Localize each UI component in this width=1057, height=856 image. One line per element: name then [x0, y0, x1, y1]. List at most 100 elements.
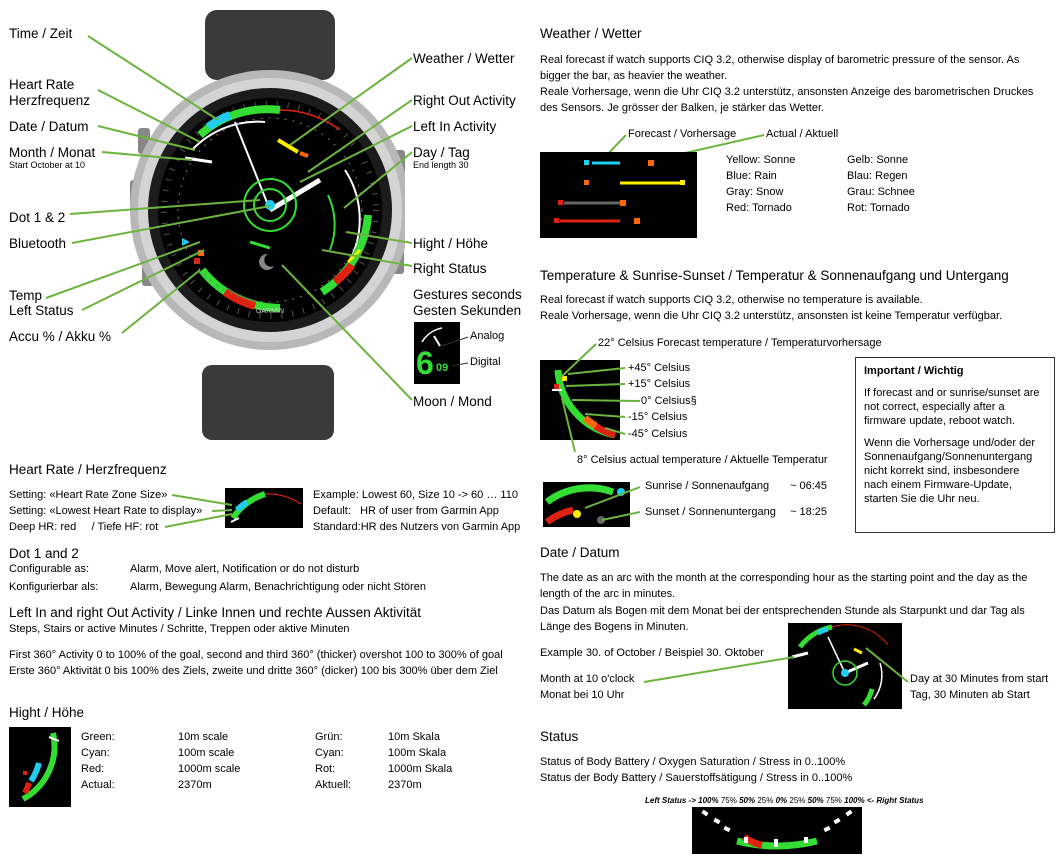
status-scale-1: 75% — [720, 796, 737, 805]
dots-config-de-label: Konfigurierbar als: — [9, 581, 99, 593]
height-red-value: 1000m scale — [178, 763, 241, 775]
status-scale-4: 0% — [775, 796, 788, 805]
label-weather: Weather / Wetter — [413, 51, 515, 66]
weather-actual-label: Actual / Aktuell — [766, 128, 839, 140]
temperature-p2: Reale Vorhersage, wenn die Uhr CIQ 3.2 u… — [540, 310, 1003, 322]
temp-scale-15: +15° Celsius — [628, 378, 691, 390]
dots-config-en: Alarm, Move alert, Notification or do no… — [130, 563, 360, 575]
weather-p1: Real forecast if watch supports CIQ 3.2,… — [540, 54, 1020, 82]
activity-p2: Erste 360° Aktivität 0 bis 100% des Ziel… — [9, 665, 498, 677]
heart-rate-title: Heart Rate / Herzfrequenz — [9, 462, 167, 477]
dots-title: Dot 1 and 2 — [9, 546, 79, 561]
height-aktuell-label: Aktuell: — [315, 779, 352, 791]
status-example-image — [692, 807, 862, 854]
temp-forecast-label: 22° Celsius Forecast temperature / Tempe… — [598, 337, 882, 349]
legend-yellow-de: Gelb: Sonne — [847, 154, 909, 166]
weather-legend: Yellow: Sonne Gelb: Sonne Blue: Rain Bla… — [726, 152, 947, 216]
left-activity-arc — [327, 194, 336, 251]
temp-actual-label: 8° Celsius actual temperature / Aktuelle… — [577, 454, 828, 466]
status-scale-6: 50% — [807, 796, 824, 805]
status-p2: Status der Body Battery / Sauerstoffsäti… — [540, 772, 853, 784]
gestures-big-digit: 6 — [416, 345, 434, 381]
date-arc — [191, 120, 266, 151]
sunrise-label: Sunrise / Sonnenaufgang — [645, 480, 770, 492]
watch-brand: GARMIN — [256, 308, 284, 315]
height-rot-value: 1000m Skala — [388, 763, 453, 775]
date-day-en: Day at 30 Minutes from start — [910, 673, 1049, 685]
sun-example-image — [543, 482, 630, 527]
temp-marker — [198, 250, 204, 256]
important-title: Important / Wichtig — [864, 365, 964, 377]
sunrise-time: ~ 06:45 — [790, 480, 828, 492]
temp-scale-0: 0° Celsius§ — [641, 395, 697, 407]
legend-blue-en: Blue: Rain — [726, 170, 777, 182]
height-legend-en: Green: 10m scale Cyan: 100m scale Red: 1… — [81, 729, 298, 793]
watch-strap-bottom — [202, 365, 334, 440]
height-legend-de: Grün: 10m Skala Cyan: 100m Skala Rot: 10… — [315, 729, 488, 793]
activity-sub: Steps, Stairs or active Minutes / Schrit… — [9, 623, 350, 635]
gestures-analog-label: Analog — [470, 330, 505, 342]
label-heart-rate: Heart Rate — [9, 77, 75, 92]
label-right-status: Right Status — [413, 261, 487, 276]
date-example-image — [788, 623, 902, 709]
label-herzfrequenz: Herzfrequenz — [9, 93, 91, 108]
label-day-note: End length 30 — [413, 160, 469, 170]
weather-p2: Reale Vorhersage, wenn die Uhr CIQ 3.2 u… — [540, 86, 1034, 114]
height-gruen-value: 10m Skala — [388, 731, 440, 743]
label-month: Month / Monat — [9, 145, 96, 160]
height-cyan-value: 100m scale — [178, 747, 235, 759]
date-p2: Das Datum als Bogen mit dem Monat bei de… — [540, 605, 1025, 633]
height-cyan-label: Cyan: — [81, 747, 110, 759]
label-left-status: Left Status — [9, 303, 74, 318]
dots-config-de: Alarm, Bewegung Alarm, Benachrichtigung … — [130, 581, 426, 593]
dot-center — [265, 200, 275, 210]
weather-forecast-label: Forecast / Vorhersage — [628, 128, 737, 140]
height-rot-label: Rot: — [315, 763, 336, 775]
status-scale-right: <- Right Status — [866, 796, 924, 805]
label-accu: Accu % / Akku % — [9, 329, 112, 344]
date-title: Date / Datum — [540, 545, 620, 560]
temperature-p1: Real forecast if watch supports CIQ 3.2,… — [540, 294, 923, 306]
date-day-de: Tag, 30 Minuten ab Start — [910, 689, 1030, 701]
date-p1: The date as an arc with the month at the… — [540, 572, 1028, 600]
legend-blue-de: Blau: Regen — [847, 170, 908, 182]
legend-red-en: Red: Tornado — [726, 202, 792, 214]
legend-gray-de: Grau: Schnee — [847, 186, 915, 198]
status-title: Status — [540, 729, 579, 744]
moon-icon — [259, 253, 274, 270]
important-note: Important / Wichtig If forecast and or s… — [855, 357, 1055, 533]
hr-example: Example: Lowest 60, Size 10 -> 60 … 110 — [313, 489, 518, 501]
status-scale-3: 25% — [757, 796, 774, 805]
height-cyan-de-label: Cyan: — [315, 747, 344, 759]
important-de: Wenn die Vorhersage und/oder der Sonnena… — [864, 437, 1036, 505]
weather-title: Weather / Wetter — [540, 26, 642, 41]
temp-scale-45: +45° Celsius — [628, 362, 691, 374]
hr-standard: Standard:HR des Nutzers von Garmin App — [313, 521, 521, 533]
label-dots: Dot 1 & 2 — [9, 210, 66, 225]
height-green-label: Green: — [81, 731, 115, 743]
label-bluetooth: Bluetooth — [9, 236, 67, 251]
watch-illustration: GARMIN — [130, 10, 405, 440]
temperature-title: Temperature & Sunrise-Sunset / Temperatu… — [540, 268, 1009, 283]
gestures-digital-label: Digital — [470, 356, 501, 368]
dots-config-en-label: Configurable as: — [9, 563, 90, 575]
label-month-note: Start October at 10 — [9, 160, 86, 170]
hr-deep: Deep HR: red / Tiefe HF: rot — [9, 521, 159, 533]
status-scale-left: Left Status -> — [645, 796, 696, 805]
legend-yellow-en: Yellow: Sonne — [726, 154, 796, 166]
height-title: Hight / Höhe — [9, 705, 85, 720]
height-green-value: 10m scale — [178, 731, 229, 743]
gestures-small-digits: 09 — [436, 362, 449, 374]
important-en: If forecast and or sunrise/sunset are no… — [864, 387, 1040, 427]
gestures-image: 6 09 — [414, 322, 460, 384]
temp-scale-m15: -15° Celsius — [628, 411, 688, 423]
status-scale-2: 50% — [739, 796, 756, 805]
sunset-label: Sunset / Sonnenuntergang — [645, 506, 776, 518]
hr-default: Default: HR of user from Garmin App — [313, 505, 499, 517]
watch-strap-top — [205, 10, 335, 80]
heart-rate-arc — [197, 105, 281, 139]
status-p1: Status of Body Battery / Oxygen Saturati… — [540, 756, 846, 768]
legend-red-de: Rot: Tornado — [847, 202, 910, 214]
status-scale-0: 100% — [698, 796, 719, 805]
gestures-title: Gestures seconds — [413, 287, 522, 302]
